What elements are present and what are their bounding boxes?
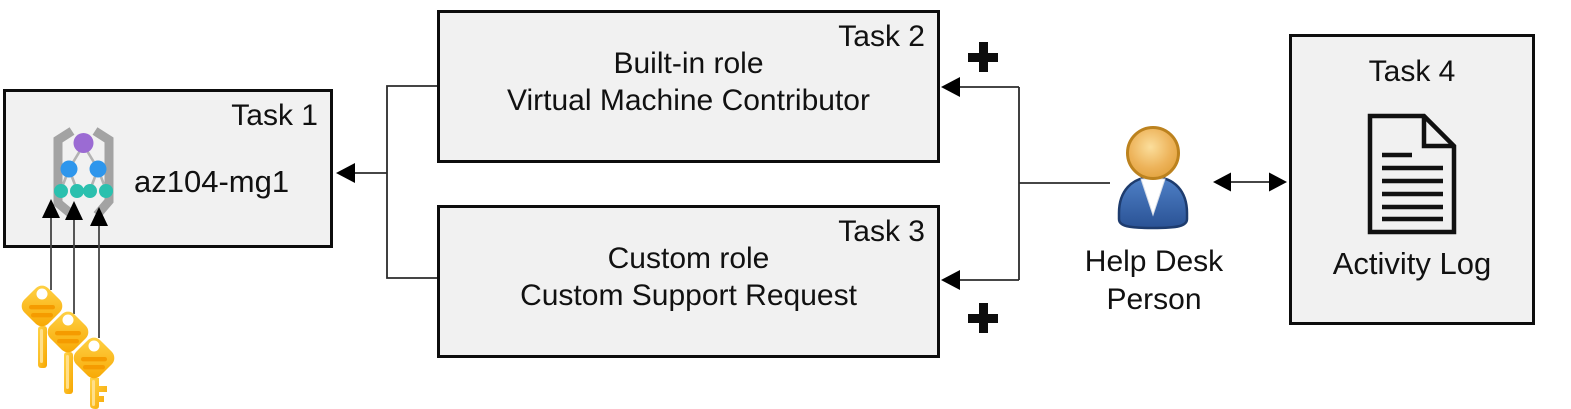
key-icon (73, 337, 115, 409)
task4-box: Task 4 Activity Log (1289, 34, 1535, 325)
task2-title: Task 2 (838, 20, 925, 53)
task1-box: Task 1 az104-mg1 (3, 89, 333, 248)
task2-box: Task 2 Built-in role Virtual Machine Con… (437, 10, 940, 163)
document-icon (1367, 113, 1457, 235)
task4-title: Task 4 (1368, 55, 1456, 88)
task2-role-name: Virtual Machine Contributor (507, 84, 870, 117)
key-icon (47, 311, 89, 394)
task2-role-type: Built-in role (613, 47, 764, 80)
task2-role-text: Built-in role Virtual Machine Contributo… (440, 13, 937, 119)
task1-title: Task 1 (231, 99, 318, 132)
plus-icon (968, 42, 998, 72)
management-group-icon (53, 127, 114, 218)
task3-role-name: Custom Support Request (520, 279, 857, 312)
management-group-name: az104-mg1 (134, 164, 290, 199)
keys-icon (21, 285, 115, 409)
person-label-line1: Help Desk (1084, 245, 1224, 278)
task3-box: Task 3 Custom role Custom Support Reques… (437, 205, 940, 358)
person-label-line2: Person (1106, 283, 1202, 316)
person-label: Help Desk Person (1058, 243, 1250, 319)
activity-log-label: Activity Log (1332, 246, 1492, 281)
task3-role-type: Custom role (607, 242, 770, 275)
plus-icon (968, 303, 998, 333)
key-icon (21, 285, 63, 368)
person-icon (1117, 126, 1189, 230)
task3-role-text: Custom role Custom Support Request (440, 208, 937, 314)
task3-title: Task 3 (838, 215, 925, 248)
